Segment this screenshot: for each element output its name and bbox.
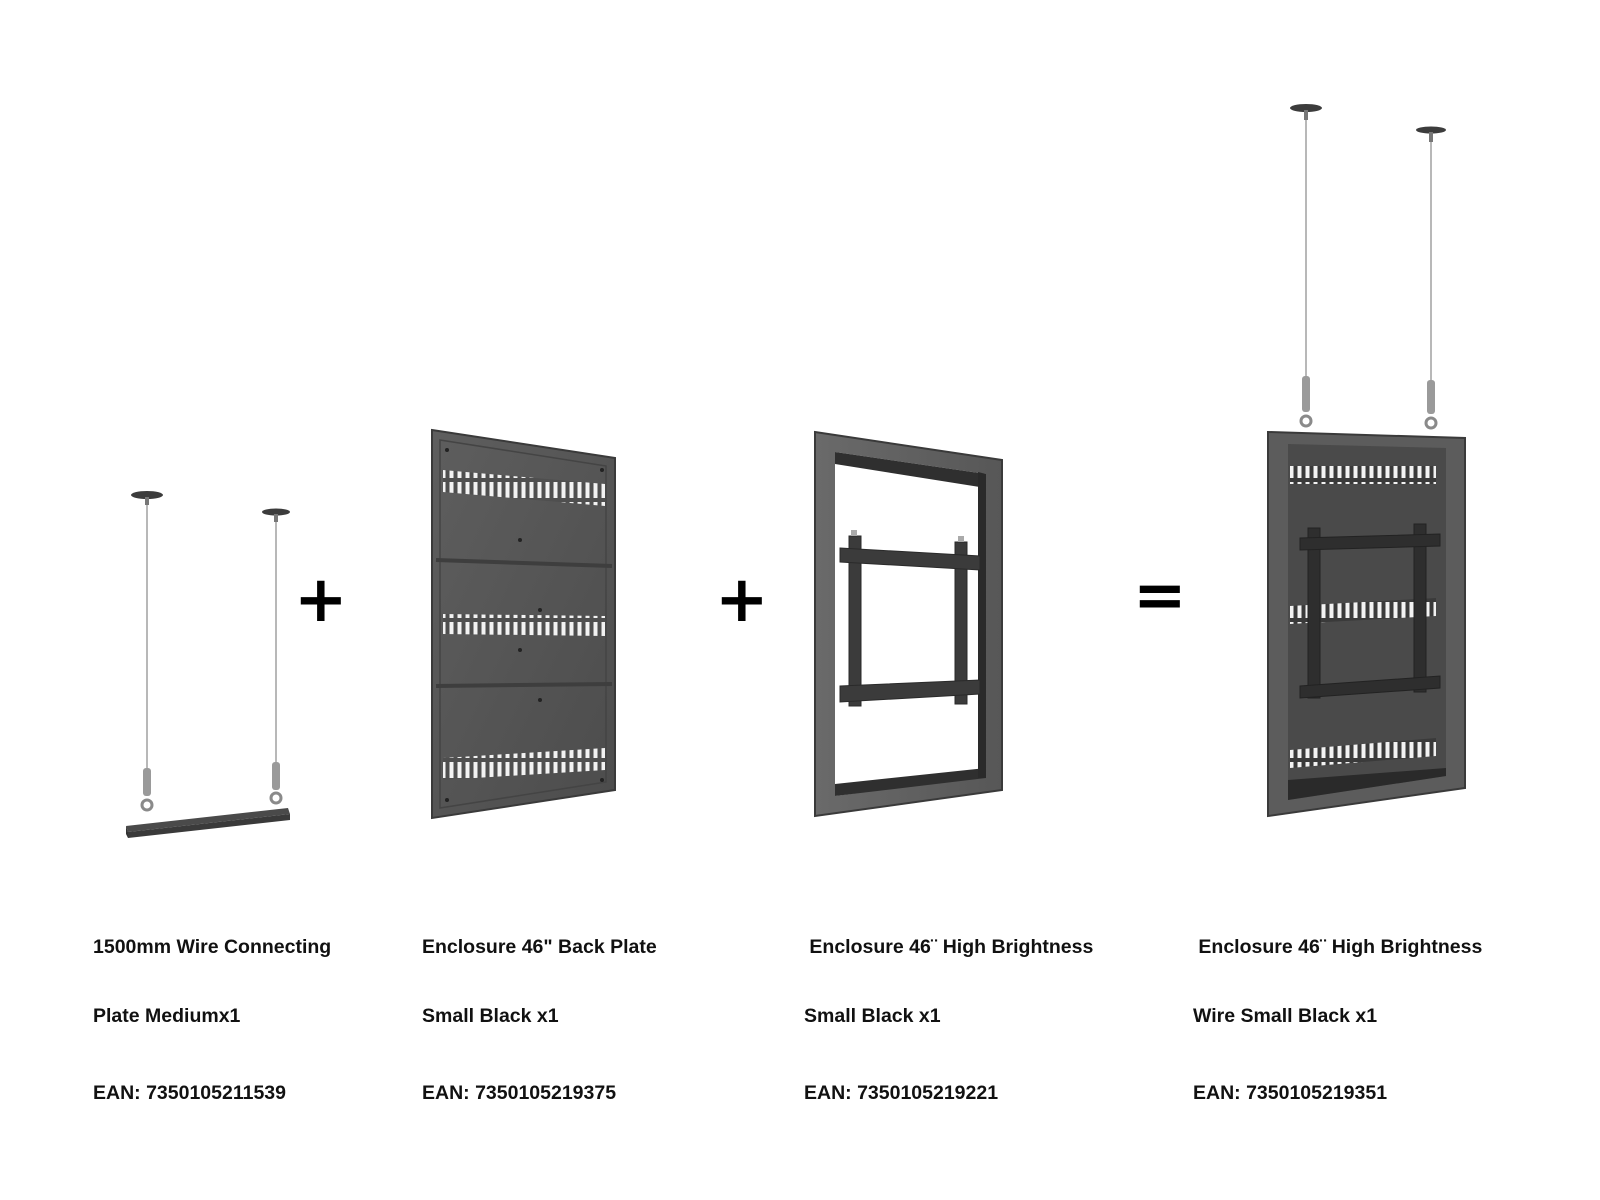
enclosure-wire-illustration	[1267, 104, 1466, 818]
product-name-line: Small Black x1	[422, 1005, 559, 1027]
ceiling-disc	[262, 508, 290, 516]
back-plate-illustration	[431, 428, 616, 820]
ceiling-disc	[1290, 104, 1322, 112]
product-name-line: Wire Small Black x1	[1193, 1005, 1378, 1027]
product-name-line: Enclosure 46¨ High Brightness	[804, 936, 1094, 958]
product-name-line: Enclosure 46¨ High Brightness	[1193, 936, 1483, 958]
product-name-line: 1500mm Wire Connecting	[93, 936, 332, 958]
ceiling-disc	[1416, 126, 1446, 134]
equals-sign: =	[1133, 559, 1187, 633]
product-caption-enclosure-wire: Enclosure 46¨ High Brightness Wire Small…	[1193, 890, 1482, 1151]
product-caption-wire-plate: 1500mm Wire Connecting Plate Mediumx1 EA…	[93, 890, 331, 1151]
turnbuckle	[140, 762, 283, 812]
product-ean: EAN: 7350105219351	[1193, 1082, 1388, 1104]
product-name-line: Plate Mediumx1	[93, 1005, 241, 1027]
product-ean: EAN: 7350105219221	[804, 1082, 999, 1104]
ceiling-disc	[131, 491, 163, 499]
vesa-bracket	[839, 535, 981, 707]
plus-sign: +	[715, 563, 769, 637]
product-caption-enclosure: Enclosure 46¨ High Brightness Small Blac…	[804, 890, 1093, 1151]
turnbuckle	[1299, 376, 1438, 430]
product-ean: EAN: 7350105211539	[93, 1082, 286, 1104]
wire-connecting-plate-illustration	[126, 491, 290, 838]
product-caption-back-plate: Enclosure 46" Back Plate Small Black x1 …	[422, 890, 657, 1151]
product-name-line: Small Black x1	[804, 1005, 941, 1027]
product-ean: EAN: 7350105219375	[422, 1082, 617, 1104]
vesa-bracket	[1299, 523, 1441, 699]
product-name-line: Enclosure 46" Back Plate	[422, 936, 657, 958]
plus-sign: +	[294, 563, 348, 637]
connecting-plate	[126, 808, 290, 832]
enclosure-illustration	[814, 430, 1003, 818]
